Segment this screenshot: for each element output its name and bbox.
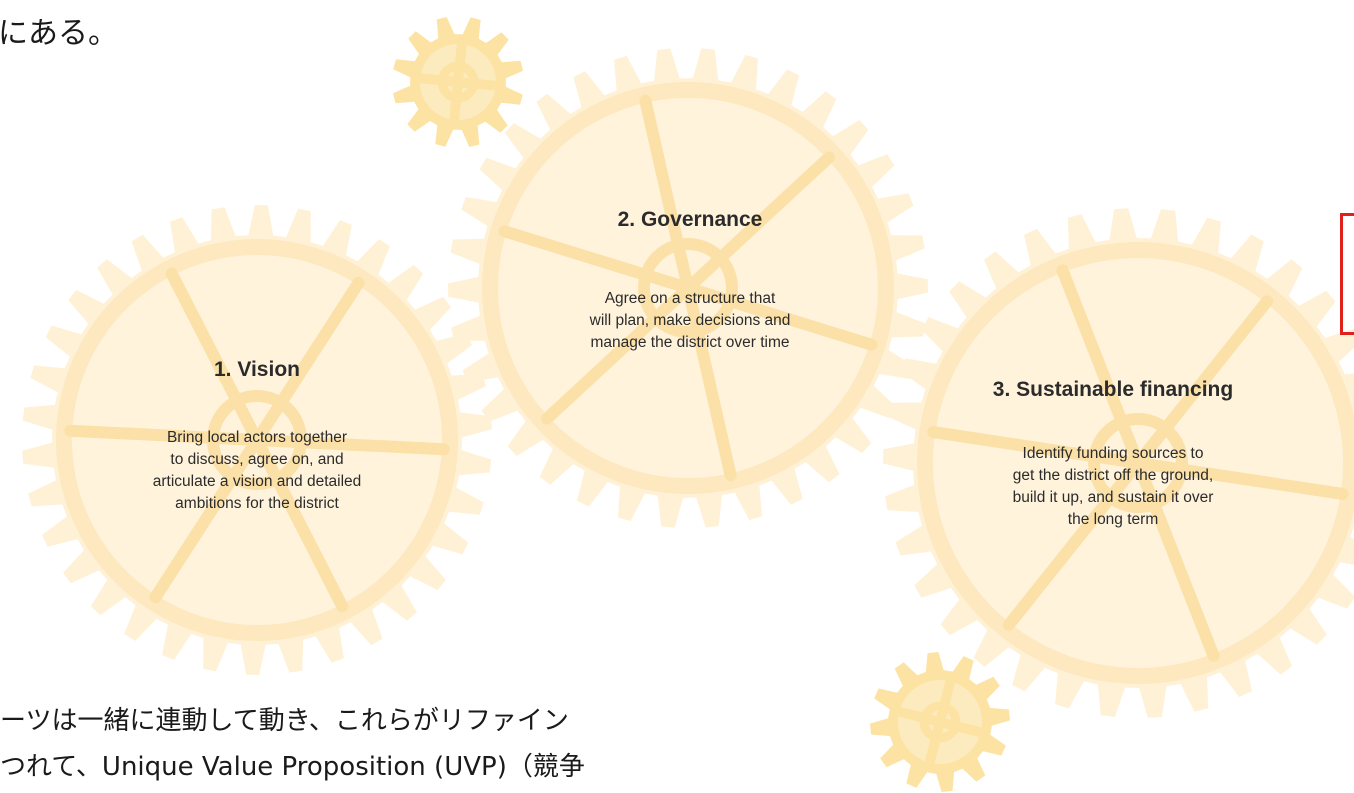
gear-3-spoke (1132, 457, 1349, 500)
red-highlight-frame (1340, 213, 1354, 335)
gear-2-spoke (682, 151, 835, 294)
small-gear-bottom-spoke (898, 706, 942, 727)
gear-3-spoke (1002, 457, 1144, 631)
gear-1-hub (207, 390, 307, 490)
japanese-text-line-2: つれて、Unique Value Proposition (UVP)（競争 (0, 752, 585, 782)
gear-2-spoke (639, 94, 694, 294)
gear-3-spoke (927, 426, 1144, 469)
gear-2-spoke (682, 282, 878, 351)
small-gear-bottom-hub (919, 701, 961, 743)
gear-3-hub (1088, 413, 1188, 513)
gear-3-title: 3. Sustainable financing (992, 378, 1234, 401)
gear-2-spoke (682, 282, 737, 482)
small-gear-bottom-spoke (935, 680, 956, 724)
gear-3-spoke (1132, 457, 1220, 662)
small-gear-top-hub (437, 61, 479, 103)
gear-1-spoke (165, 267, 263, 446)
gear-3-spoke (1056, 264, 1144, 469)
gear-1-spoke (251, 434, 349, 613)
gear-2-spoke (498, 225, 694, 294)
gear-3-spoke (1132, 295, 1274, 469)
small-gear-bottom-spoke (938, 717, 982, 738)
japanese-text-fragment-top: にある。 (0, 16, 118, 51)
gear-1-spoke (64, 424, 263, 446)
gear-1-spoke (149, 434, 263, 604)
gear-1-spoke (251, 276, 365, 446)
gear-2-hub (638, 238, 738, 338)
gear-2-spoke (541, 282, 694, 425)
japanese-text-line-1: ーツは一緒に連動して動き、これらがリファイン (0, 706, 569, 736)
gear-1-description: Bring local actors together to discuss, … (152, 429, 362, 512)
gear-1-spoke (251, 434, 450, 456)
gear-3-description: Identify funding sources to get the dist… (1012, 445, 1214, 528)
small-gear-bottom-spoke (924, 720, 945, 764)
gear-2-description: Agree on a structure that will plan, mak… (589, 290, 791, 351)
gear-2-title: 2. Governance (617, 208, 763, 231)
gear-1-title: 1. Vision (214, 358, 300, 381)
